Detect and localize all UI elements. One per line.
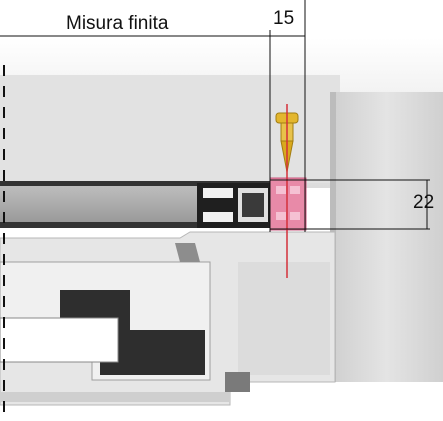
gasket-left [175, 243, 200, 262]
gasket-right [225, 372, 250, 392]
glazing-band-face [0, 186, 200, 222]
sash-dark-core [60, 290, 205, 375]
frame-inner-wood [238, 262, 330, 375]
dimension-22-label: 22 [413, 192, 435, 213]
finished-size-label: Misura finita [66, 13, 169, 34]
fixing-block [269, 177, 307, 231]
dimension-15-label: 15 [273, 8, 295, 29]
glass-pane [0, 317, 119, 363]
aluminium-profile [197, 183, 274, 228]
wall-block [330, 92, 443, 382]
lower-seal [0, 392, 230, 402]
